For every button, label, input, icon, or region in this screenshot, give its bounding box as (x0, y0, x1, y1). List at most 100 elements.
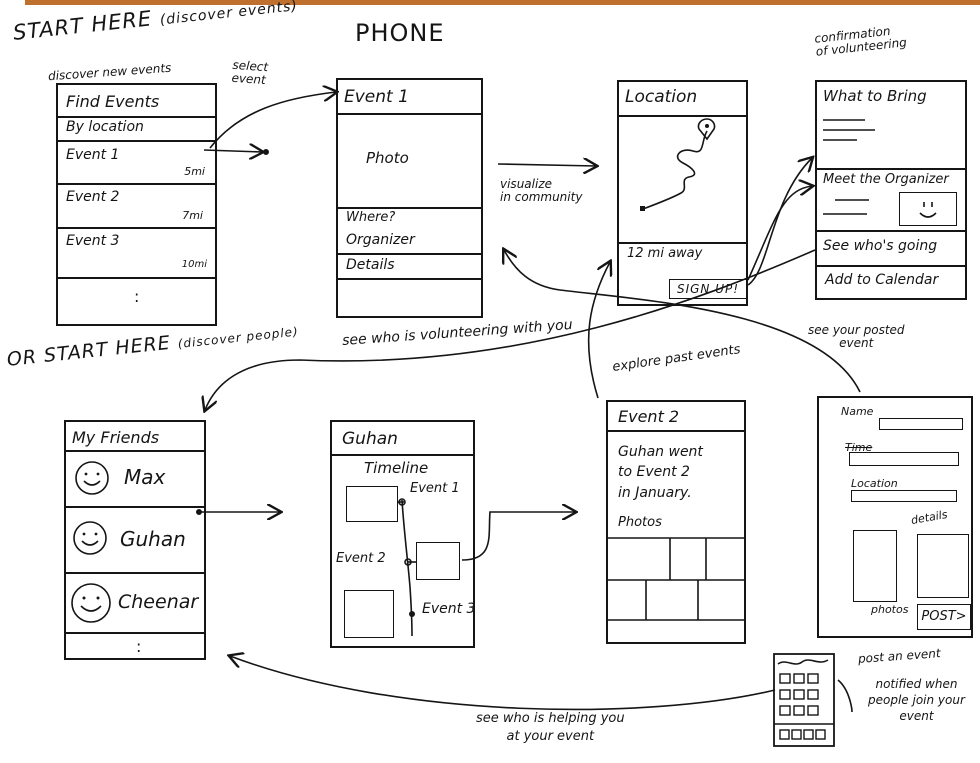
arrow-see-whos-going (205, 249, 816, 410)
smiley-icon (919, 202, 937, 218)
event-detail-screen: Event 1 Photo Where? Organizer Details (336, 78, 483, 318)
divider (58, 277, 215, 279)
post-button[interactable]: POST> (917, 604, 971, 630)
friend-name: Cheenar (118, 591, 199, 613)
event-list-item-3[interactable]: Event 3 10mi (58, 229, 215, 275)
event-name: Event 1 (66, 147, 120, 163)
more-indicator: : (136, 637, 142, 656)
organizer-field[interactable]: Organizer (346, 232, 415, 248)
find-events-screen: Find Events By location Event 1 5mi Even… (56, 83, 217, 326)
divider (338, 207, 481, 209)
details-textarea[interactable] (917, 534, 969, 598)
organizer-lines (823, 199, 869, 215)
visualize-note: visualize in community (500, 177, 583, 205)
see-who-helping-note: see who is helping you at your event (476, 711, 625, 745)
divider (817, 230, 965, 232)
organizer-avatar (899, 192, 957, 226)
past-event-title: Event 2 (618, 407, 680, 426)
location-field[interactable] (851, 490, 957, 502)
time-label: Time (845, 441, 873, 454)
timeline-event-3[interactable]: Event 3 (422, 601, 476, 617)
photos-heading: Photos (618, 515, 662, 530)
arrow-visualize (497, 164, 596, 166)
name-label: Name (841, 405, 874, 418)
more-indicator: : (134, 287, 140, 306)
arrow-explore-past (587, 262, 610, 399)
divider (817, 168, 965, 170)
photo-grid[interactable] (608, 536, 744, 626)
post-event-screen: Name Time Location details photos POST> (817, 396, 973, 638)
location-title: Location (625, 87, 698, 107)
meet-organizer-heading[interactable]: Meet the Organizer (823, 172, 949, 187)
where-field[interactable]: Where? (346, 210, 396, 225)
event-distance: 5mi (184, 165, 205, 178)
event-list-item-2[interactable]: Event 2 7mi (58, 185, 215, 227)
timeline-event-1[interactable]: Event 1 (410, 481, 460, 496)
arrow-see-posted-event (504, 250, 861, 393)
by-location-filter[interactable]: By location (66, 119, 144, 135)
profile-name-title: Guhan (342, 429, 398, 449)
past-event-screen: Event 2 Guhan went to Event 2 in January… (606, 400, 746, 644)
event-name: Event 2 (66, 189, 120, 205)
divider (332, 454, 473, 456)
smiley-avatar-icon (73, 521, 107, 555)
photo-placeholder: Photo (366, 149, 409, 167)
arrow-signup-confirm-1 (747, 158, 812, 286)
divider (66, 506, 204, 508)
map-pin-icon (697, 118, 716, 141)
what-to-bring-heading: What to Bring (823, 87, 927, 105)
see-whos-going-link[interactable]: See who's going (823, 238, 938, 254)
event-distance: 10mi (181, 259, 207, 270)
see-posted-event-note: see your posted event (808, 323, 905, 351)
notified-note: notified when people join your event (868, 677, 965, 724)
name-field[interactable] (879, 418, 963, 430)
friend-row-max[interactable]: Max (66, 452, 204, 504)
route-map (640, 118, 716, 211)
top-accent-bar (25, 0, 980, 5)
timeline-photo[interactable] (346, 486, 398, 522)
smiley-avatar-icon (71, 583, 111, 623)
divider (66, 450, 204, 452)
friend-row-cheenar[interactable]: Cheenar (66, 574, 204, 632)
details-field[interactable]: Details (346, 257, 395, 273)
timeline-photo[interactable] (344, 590, 394, 638)
divider (58, 140, 215, 142)
divider (817, 265, 965, 267)
divider (338, 253, 481, 255)
home-screen-phone-sketch[interactable] (772, 650, 838, 750)
event-detail-title: Event 1 (344, 87, 409, 107)
divider (58, 116, 215, 118)
divider (619, 242, 746, 244)
timeline-photo[interactable] (416, 542, 460, 580)
divider (608, 430, 744, 432)
arrow-signup-confirm-2 (747, 186, 812, 281)
event-name: Event 3 (66, 233, 120, 249)
divider (58, 227, 215, 229)
divider (58, 183, 215, 185)
friend-row-guhan[interactable]: Guhan (66, 508, 204, 570)
divider (66, 572, 204, 574)
phone-title: PHONE (355, 19, 445, 47)
event-distance: 7mi (182, 209, 203, 222)
location-label: Location (851, 477, 898, 490)
photos-label: photos (871, 603, 909, 616)
profile-timeline-screen: Guhan Timeline Event 1 Event 2 Event 3 (330, 420, 475, 648)
divider (338, 278, 481, 280)
friend-name: Max (124, 465, 166, 489)
timeline-event-2[interactable]: Event 2 (336, 551, 386, 566)
photos-upload-box[interactable] (853, 530, 897, 602)
time-field[interactable] (849, 452, 959, 466)
find-events-title: Find Events (66, 92, 160, 111)
bring-list-lines (823, 119, 875, 141)
arrow-helping (230, 656, 776, 711)
signup-button[interactable]: SIGN UP! (669, 279, 747, 299)
add-to-calendar-button[interactable]: Add to Calendar (825, 272, 939, 288)
timeline-line (398, 498, 416, 637)
divider (66, 632, 204, 634)
event-list-item-1[interactable]: Event 1 5mi (58, 142, 215, 183)
divider (619, 115, 746, 117)
arrow-profile-to-event (461, 512, 575, 561)
distance-text: 12 mi away (627, 246, 703, 261)
friend-name: Guhan (120, 527, 186, 551)
